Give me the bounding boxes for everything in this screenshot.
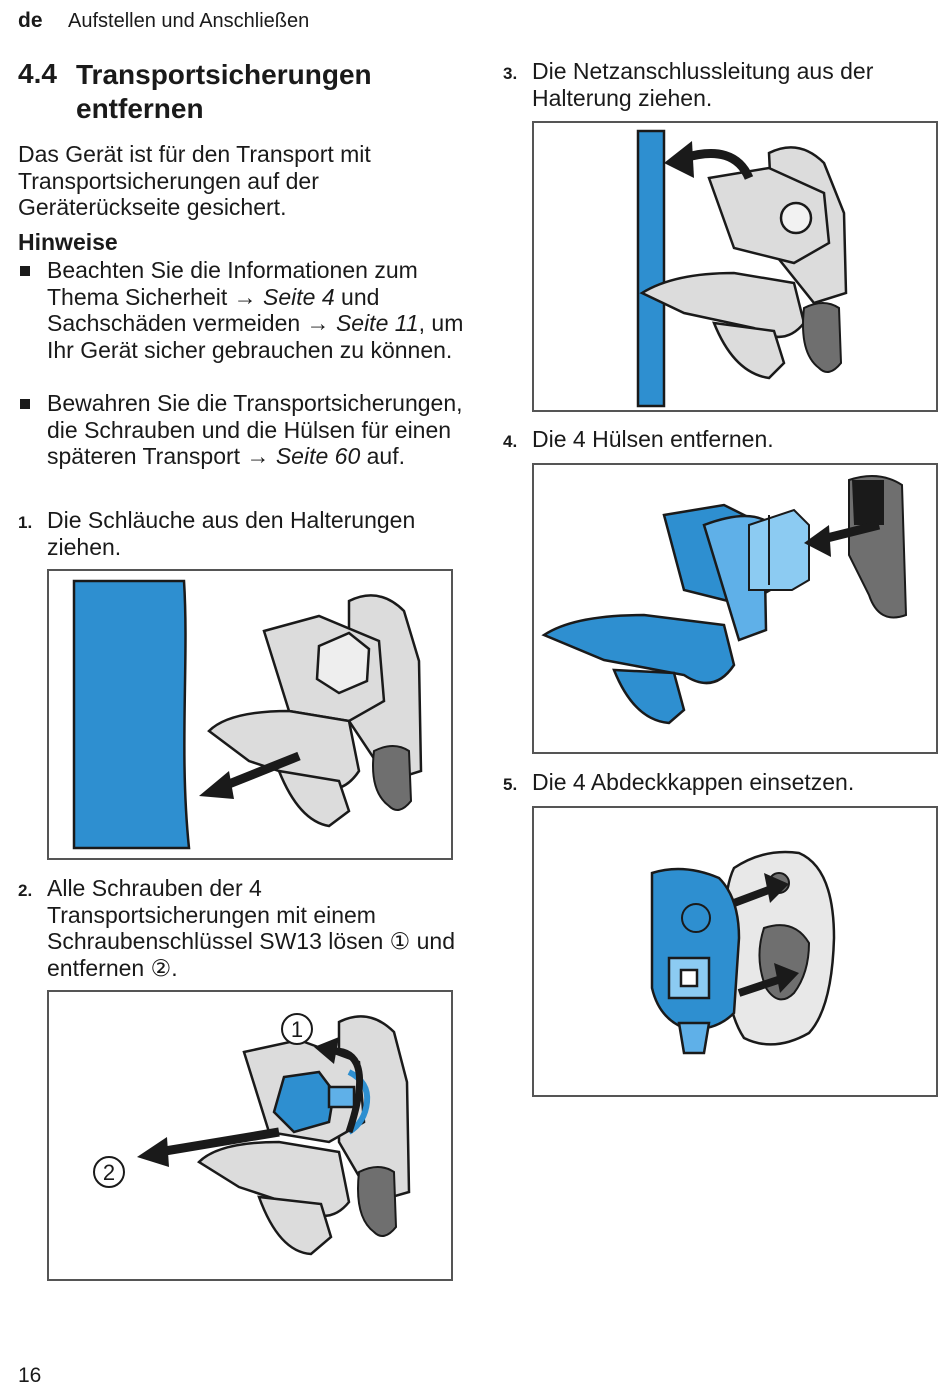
step-number: 4. bbox=[503, 432, 518, 451]
bullet-square-icon bbox=[20, 266, 30, 276]
note-item: Beachten Sie die Informationen zum Thema… bbox=[18, 257, 463, 387]
bullet-square-icon bbox=[20, 399, 30, 409]
note-text: Bewahren Sie die Transportsicherungen, d… bbox=[47, 390, 463, 470]
figure-remove-hoses bbox=[47, 569, 453, 860]
step-3: 3. Die Netzanschlussleitung aus der Halt… bbox=[503, 58, 943, 114]
step-1: 1. Die Schläuche aus den Halterungen zie… bbox=[18, 507, 458, 563]
step-text: Die Netzanschlussleitung aus der Halteru… bbox=[532, 58, 874, 111]
callout-label-1: 1 bbox=[291, 1017, 303, 1042]
step-number: 1. bbox=[18, 513, 33, 532]
step-2: 2. Alle Schrauben der 4 Transportsicheru… bbox=[18, 875, 458, 985]
notes-heading: Hinweise bbox=[18, 229, 118, 255]
chapter-title: Aufstellen und Anschließen bbox=[68, 10, 310, 32]
note-item: Bewahren Sie die Transportsicherungen, d… bbox=[18, 390, 463, 500]
step-text: Die 4 Hülsen entfernen. bbox=[532, 426, 774, 452]
page-reference-link[interactable]: Seite 4 bbox=[263, 283, 335, 310]
figure-loosen-screws: 1 2 bbox=[47, 990, 453, 1281]
figure-remove-power-cable bbox=[532, 121, 938, 412]
step-number: 3. bbox=[503, 64, 518, 83]
figure-insert-caps bbox=[532, 806, 938, 1097]
step-text: Die 4 Abdeckkappen einsetzen. bbox=[532, 769, 855, 795]
step-text: Alle Schrauben der 4 Transportsicherunge… bbox=[47, 875, 456, 981]
section-title: Transportsicherungen entfernen bbox=[76, 59, 372, 124]
figure-remove-sleeves bbox=[532, 463, 938, 754]
step-number: 2. bbox=[18, 881, 33, 900]
intro-paragraph: Das Gerät ist für den Transport mit Tran… bbox=[18, 141, 371, 221]
step-4: 4. Die 4 Hülsen entfernen. bbox=[503, 426, 943, 456]
section-number: 4.4 bbox=[18, 58, 57, 89]
note-text: Beachten Sie die Informationen zum Thema… bbox=[47, 257, 464, 363]
step-text: Die Schläuche aus den Halterungen ziehen… bbox=[47, 507, 416, 560]
page-number: 16 bbox=[18, 1364, 42, 1387]
step-5: 5. Die 4 Abdeckkappen einsetzen. bbox=[503, 769, 943, 799]
language-code: de bbox=[18, 9, 43, 32]
callout-label-2: 2 bbox=[103, 1160, 115, 1185]
step-number: 5. bbox=[503, 775, 518, 794]
page-reference-link[interactable]: Seite 60 bbox=[275, 443, 361, 470]
page-reference-link[interactable]: Seite 11 bbox=[335, 310, 419, 337]
